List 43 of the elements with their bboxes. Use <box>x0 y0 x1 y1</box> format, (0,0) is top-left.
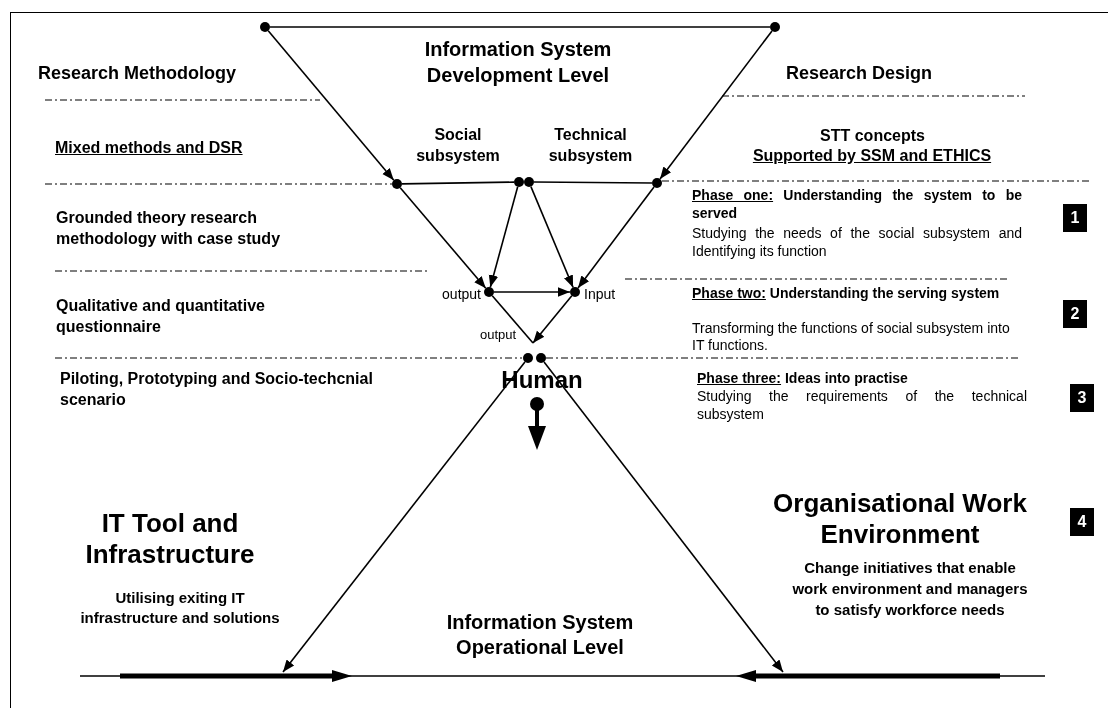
connector-line <box>269 26 771 28</box>
method-text: Piloting, Prototyping and Socio-techcnial scenario <box>60 369 374 410</box>
subsystem-label: Technical subsystem <box>547 125 634 166</box>
section-title: Organisational Work Environment <box>772 488 1028 550</box>
section-title: IT Tool and Infrastructure <box>84 508 256 570</box>
connector-line <box>491 295 534 344</box>
design-text: STT concepts <box>819 126 926 146</box>
phase-description: Studying the requirements of the technical subsystem <box>697 387 1027 423</box>
section-description: Utilising exiting IT infrastructure and solutions <box>80 588 280 628</box>
arrow <box>543 361 784 673</box>
step-number: 3 <box>1070 384 1094 412</box>
column-heading: Research Design <box>786 62 934 85</box>
method-text: Qualitative and quantitative questionnaire <box>56 296 266 337</box>
phase-description: Studying the needs of the social subsystem and Identifying its function <box>692 224 1022 260</box>
connector-line <box>533 181 653 184</box>
output-label: output <box>472 325 524 343</box>
section-description: Change initiatives that enable work environment and managers to satisfy workforce needs <box>791 558 1029 620</box>
step-number: 2 <box>1063 300 1087 328</box>
arrow <box>659 30 773 180</box>
phase-heading: Phase one: Understanding the system to be served <box>692 186 1022 222</box>
arrow <box>532 295 573 344</box>
arrow <box>488 186 519 288</box>
arrow <box>267 30 395 181</box>
arrow <box>282 361 526 673</box>
arrow <box>577 186 655 289</box>
subsystem-label: Social subsystem <box>415 125 501 166</box>
method-text: Mixed methods and DSR <box>55 138 244 158</box>
step-number: 4 <box>1070 508 1094 536</box>
design-text: Supported by SSM and ETHICS <box>751 146 993 166</box>
arrow <box>493 287 571 297</box>
column-heading: Research Methodology <box>38 62 238 85</box>
arrow <box>530 185 574 289</box>
level-title: Information System Operational Level <box>445 610 635 660</box>
phase-heading: Phase two: Understanding the serving system <box>692 284 1001 302</box>
level-title: Information System Development Level <box>423 37 613 88</box>
step-number: 1 <box>1063 204 1087 232</box>
port-label: Input <box>584 285 617 304</box>
connector-line <box>401 181 515 185</box>
port-label: output <box>441 285 481 304</box>
phase-heading: Phase three: Ideas into practise <box>697 369 909 387</box>
phase-description: Transforming the functions of social subsystem into IT functions. <box>692 320 1011 354</box>
arrow <box>399 187 487 289</box>
method-text: Grounded theory research methodology with case study <box>56 208 282 249</box>
